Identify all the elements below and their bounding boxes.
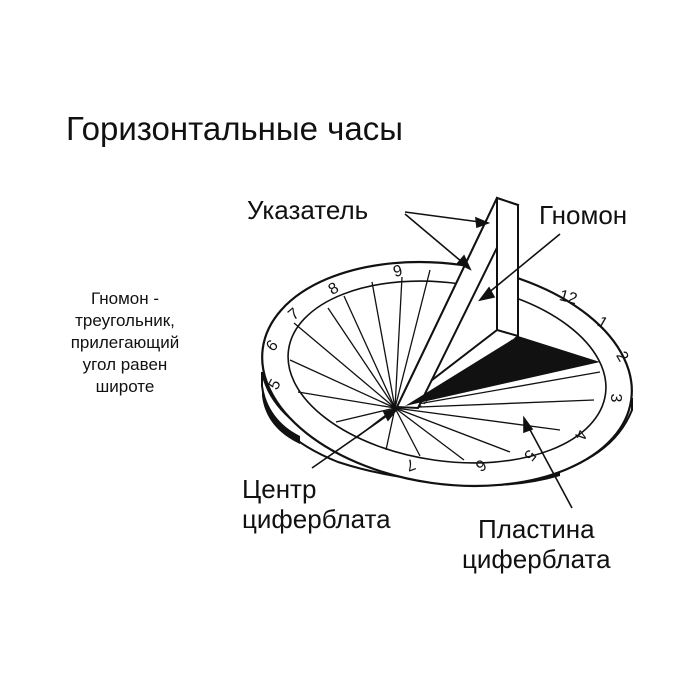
label-dial-center: Центр циферблата bbox=[242, 474, 391, 534]
gnomon-arrow bbox=[478, 233, 561, 302]
note-line: угол равен bbox=[82, 355, 168, 374]
dial-plate-edge-shadow bbox=[262, 384, 300, 444]
label-gnomon: Гномон bbox=[539, 200, 628, 230]
note-line: треугольник, bbox=[75, 311, 175, 330]
hour-numeral: 3 bbox=[607, 394, 624, 403]
note-line: Гномон - bbox=[90, 289, 159, 308]
gnomon-back bbox=[496, 196, 519, 338]
hour-numeral: 12 bbox=[557, 287, 579, 308]
hour-lines bbox=[289, 269, 601, 461]
title: Горизонтальные часы bbox=[66, 110, 403, 147]
hour-numeral: 9 bbox=[391, 262, 404, 281]
label-line: Центр bbox=[242, 474, 317, 504]
gnomon-note: Гномон - треугольник, прилегающий угол р… bbox=[40, 288, 210, 398]
plate-arrow bbox=[523, 415, 573, 509]
note-line: прилегающий bbox=[70, 333, 180, 352]
label-line: циферблата bbox=[462, 544, 611, 574]
center-arrow bbox=[311, 407, 400, 469]
gnomon-shadow bbox=[405, 336, 600, 406]
label-dial-plate: Пластина циферблата bbox=[462, 514, 611, 574]
label-line: Пластина bbox=[478, 514, 595, 544]
label-pointer: Указатель bbox=[247, 195, 369, 225]
pointer-arrows bbox=[404, 211, 491, 271]
label-line: циферблата bbox=[242, 504, 391, 534]
note-line: широте bbox=[95, 377, 155, 396]
